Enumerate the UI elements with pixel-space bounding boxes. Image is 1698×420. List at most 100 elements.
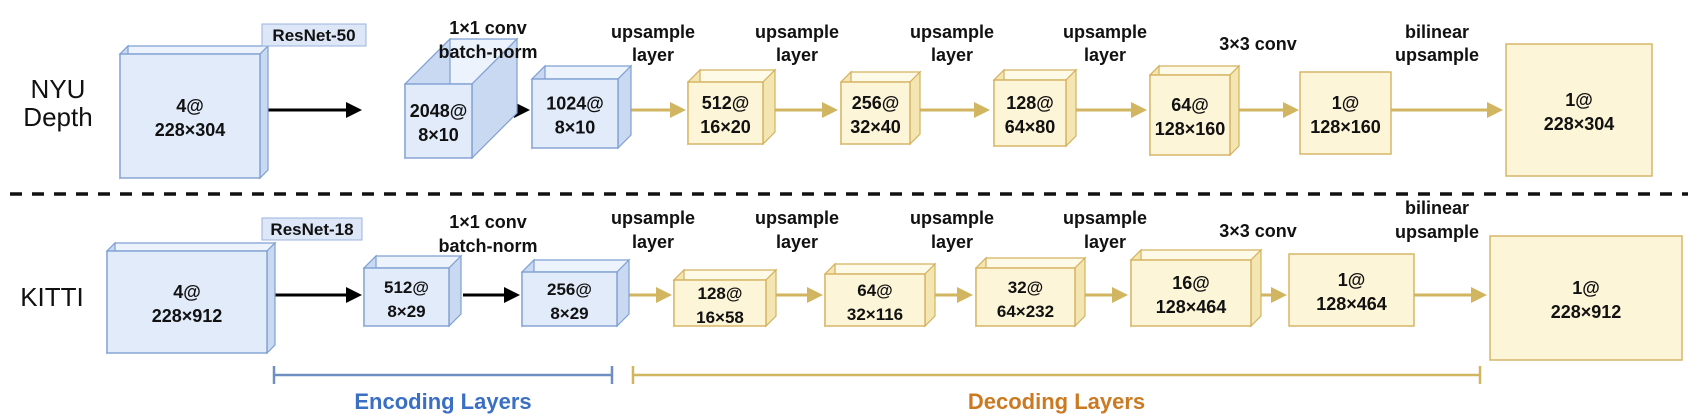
block-label: 8×10 [418,125,459,145]
operation-label: upsample [910,208,994,228]
operation-label: upsample [611,22,695,42]
block-label: 128@ [1006,93,1054,113]
decoder-block: 256@ 32×40 [839,70,922,146]
operation-label: layer [931,45,973,65]
block-label: 16×58 [696,308,744,327]
block-label: 8×29 [550,304,588,323]
operation-label: batch-norm [439,236,538,256]
operation-label: upsample [1063,208,1147,228]
block-label: 4@ [176,96,204,116]
decoder-block: 1@ 128×464 [1288,253,1415,327]
decoder-arrow [1414,287,1487,303]
decoder-block: 1@ 128×160 [1299,71,1392,155]
block-label: 256@ [547,280,592,299]
operation-label: upsample [1395,45,1479,65]
block-label: 1024@ [546,94,604,114]
encoder-arrow [260,102,362,118]
svg-text:ResNet-18: ResNet-18 [270,220,353,239]
block-label: 1@ [1332,93,1360,113]
block-label: 16@ [1172,273,1210,293]
output-block: 1@ 228×304 [1505,43,1653,177]
block-label: 64@ [1171,95,1209,115]
backbone-tag: ResNet-50 [261,23,367,47]
decoding-bracket: Decoding Layers [631,366,1482,414]
block-label: 64×232 [997,302,1054,321]
output-block: 1@ 228×912 [1489,235,1683,361]
operation-label: layer [632,45,674,65]
row-kitti: KITTI 4@ 228×912 512@ 8×29 256@ 8×29 128@ 16×58 6… [20,198,1683,361]
decoder-block: 128@ 16×58 [672,268,778,328]
operation-label: upsample [755,208,839,228]
block-label: 128@ [698,284,743,303]
svg-text:ResNet-50: ResNet-50 [272,26,355,45]
block-label: 8×10 [555,118,596,138]
encoder-block: 1024@ 8×10 [530,64,633,150]
block-label: 1@ [1338,270,1366,290]
operation-label: upsample [755,22,839,42]
operation-label: layer [776,232,818,252]
input-block: 4@ 228×304 [118,44,270,180]
operation-label: 3×3 conv [1219,34,1297,54]
block-label: 128×160 [1310,117,1381,137]
operation-label: upsample [1395,222,1479,242]
decoder-arrow [1391,102,1503,118]
block-label: 228×304 [1544,114,1615,134]
block-label: 228×912 [1551,302,1622,322]
backbone-tag: ResNet-18 [261,217,363,241]
operation-label: layer [776,45,818,65]
block-label: 2048@ [410,101,468,121]
encoder-block: 2048@ 8×10 [403,37,519,160]
decoder-arrow [1066,102,1147,118]
block-label: 128×160 [1155,119,1226,139]
block-label: 32@ [1008,278,1044,297]
svg-text:Decoding Layers: Decoding Layers [968,389,1145,414]
block-label: 1@ [1572,278,1600,298]
block-label: 64@ [857,281,893,300]
decoder-block: 64@ 128×160 [1148,64,1241,157]
input-block: 4@ 228×912 [105,241,277,355]
encoder-arrow [267,287,362,303]
block-label: 32×40 [850,117,901,137]
decoder-block: 32@ 64×232 [974,256,1087,328]
block-label: 128×464 [1156,297,1227,317]
operation-label: layer [931,232,973,252]
operation-label: 1×1 conv [449,212,527,232]
block-label: 512@ [384,278,429,297]
operation-label: batch-norm [439,42,538,62]
operation-label: bilinear [1405,22,1469,42]
operation-label: bilinear [1405,198,1469,218]
block-label: 228×304 [155,120,226,140]
block-label: 256@ [852,93,900,113]
block-label: 228×912 [152,306,223,326]
block-label: 4@ [173,282,201,302]
operation-label: layer [632,232,674,252]
encoder-arrow [463,287,520,303]
block-label: 128×464 [1316,294,1387,314]
encoder-block: 512@ 8×29 [362,254,463,328]
operation-label: 3×3 conv [1219,221,1297,241]
decoder-arrow [910,102,990,118]
operation-label: 1×1 conv [449,18,527,38]
operation-label: layer [1084,232,1126,252]
row-label: NYU [31,74,86,104]
block-label: 64×80 [1005,117,1056,137]
operation-label: upsample [910,22,994,42]
operation-label: upsample [1063,22,1147,42]
block-label: 16×20 [700,117,751,137]
svg-text:Encoding Layers: Encoding Layers [354,389,531,414]
block-label: 1@ [1565,90,1593,110]
block-label: 8×29 [387,302,425,321]
block-label: 512@ [702,93,750,113]
decoder-block: 16@ 128×464 [1129,248,1263,328]
encoder-block: 256@ 8×29 [520,258,631,328]
decoder-block: 64@32×116 [823,262,937,328]
decoder-arrow [1230,102,1299,118]
decoder-block: 512@ 16×20 [686,68,777,146]
decoder-block: 128@ 64×80 [992,68,1078,148]
row-label: Depth [23,102,92,132]
row-label: KITTI [20,282,84,312]
operation-label: upsample [611,208,695,228]
encoding-bracket: Encoding Layers [272,366,614,414]
